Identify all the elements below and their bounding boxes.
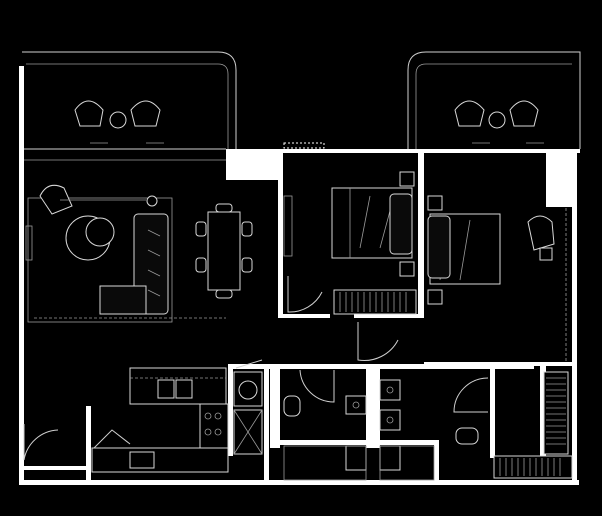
chair-icon	[195, 203, 253, 299]
dining-area	[195, 203, 253, 299]
wardrobe	[543, 371, 569, 455]
sofa	[99, 213, 169, 315]
door-icon	[357, 322, 399, 361]
door-icon	[23, 424, 59, 461]
walls	[19, 66, 580, 485]
chair-icon	[454, 100, 539, 129]
door-icon	[287, 276, 323, 313]
balcony-left	[22, 51, 237, 161]
bedroom-1	[283, 171, 417, 315]
kitchen	[23, 367, 229, 473]
bedroom-2	[427, 195, 573, 479]
wardrobe	[493, 455, 573, 479]
coffee-table	[65, 215, 115, 261]
utility-core	[233, 359, 263, 455]
balcony-right	[407, 51, 581, 149]
armchair-icon	[527, 215, 555, 251]
bathroom-2	[379, 377, 489, 481]
glazing	[283, 142, 325, 149]
living-room	[25, 184, 173, 323]
wardrobe	[333, 289, 417, 315]
chair-icon	[74, 100, 161, 129]
lamp-icon	[60, 195, 158, 207]
toilet-icon	[283, 395, 301, 417]
toilet-icon	[455, 427, 479, 445]
bathroom-1	[283, 369, 367, 481]
armchair-icon	[39, 184, 73, 215]
